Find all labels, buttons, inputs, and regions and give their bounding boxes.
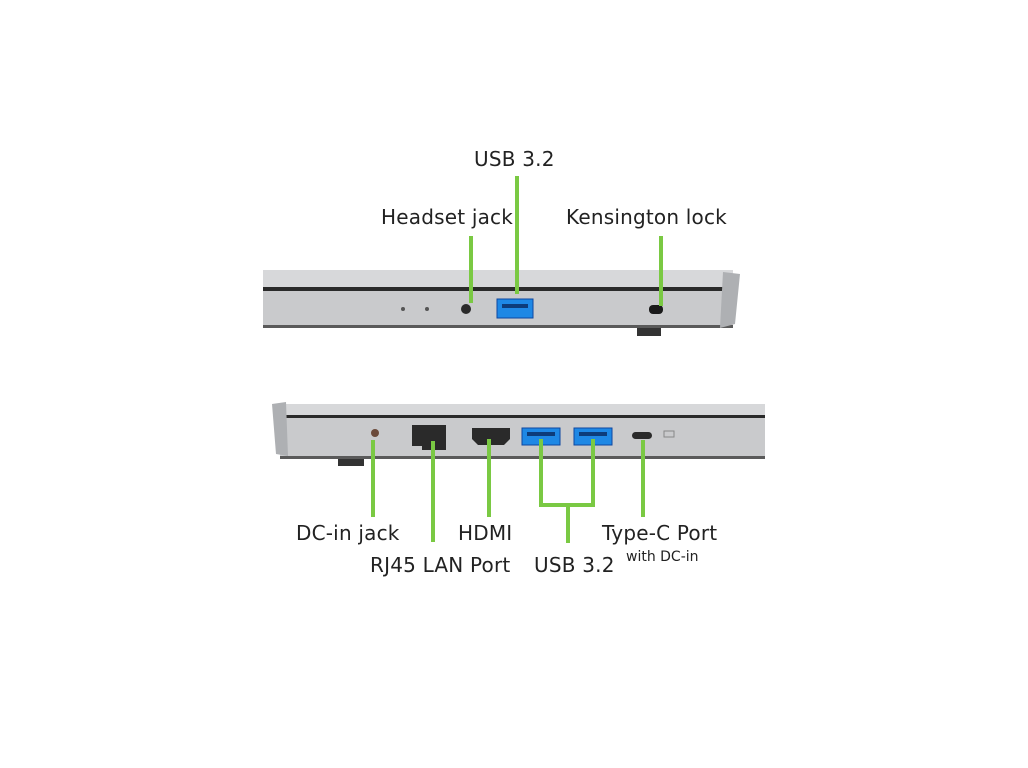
callout-line-usb-stem bbox=[566, 503, 570, 543]
label-usb-bottom: USB 3.2 bbox=[534, 553, 615, 577]
callout-line-usb-b bbox=[591, 439, 595, 505]
callout-line-usb-a bbox=[539, 439, 543, 505]
callout-line-hdmi bbox=[487, 439, 491, 517]
callout-line-dc-in bbox=[371, 440, 375, 517]
callout-line-headset bbox=[469, 236, 473, 303]
label-dc-in-jack: DC-in jack bbox=[296, 521, 400, 545]
headset-jack-port bbox=[461, 304, 471, 314]
laptop-right-side-view bbox=[272, 402, 765, 466]
dc-in-jack-port bbox=[371, 429, 379, 437]
type-c-port bbox=[632, 432, 652, 439]
hinge bbox=[720, 272, 740, 328]
label-rj45-lan-port: RJ45 LAN Port bbox=[370, 553, 511, 577]
kensington-lock-slot bbox=[649, 305, 663, 314]
usb-a-port-top bbox=[496, 298, 534, 319]
battery-icon bbox=[663, 430, 675, 438]
label-kensington-lock: Kensington lock bbox=[566, 205, 727, 229]
hinge bbox=[272, 402, 288, 456]
lid-edge bbox=[280, 404, 765, 418]
battery-indicator-icon bbox=[425, 307, 429, 311]
label-type-c-port: Type-C Port bbox=[602, 521, 718, 545]
callout-line-usb-top bbox=[515, 176, 519, 294]
callout-line-rj45 bbox=[431, 441, 435, 542]
laptop-left-side-view bbox=[263, 270, 740, 336]
label-headset-jack: Headset jack bbox=[381, 205, 514, 229]
label-hdmi: HDMI bbox=[458, 521, 513, 545]
label-usb-top: USB 3.2 bbox=[474, 147, 555, 171]
callout-line-typec bbox=[641, 440, 645, 517]
rj45-port bbox=[412, 425, 446, 450]
power-indicator-icon bbox=[401, 307, 405, 311]
label-type-c-sub: with DC-in bbox=[626, 549, 699, 565]
lid-edge bbox=[263, 270, 733, 290]
callout-line-kensington bbox=[659, 236, 663, 306]
hdmi-port bbox=[472, 428, 510, 445]
